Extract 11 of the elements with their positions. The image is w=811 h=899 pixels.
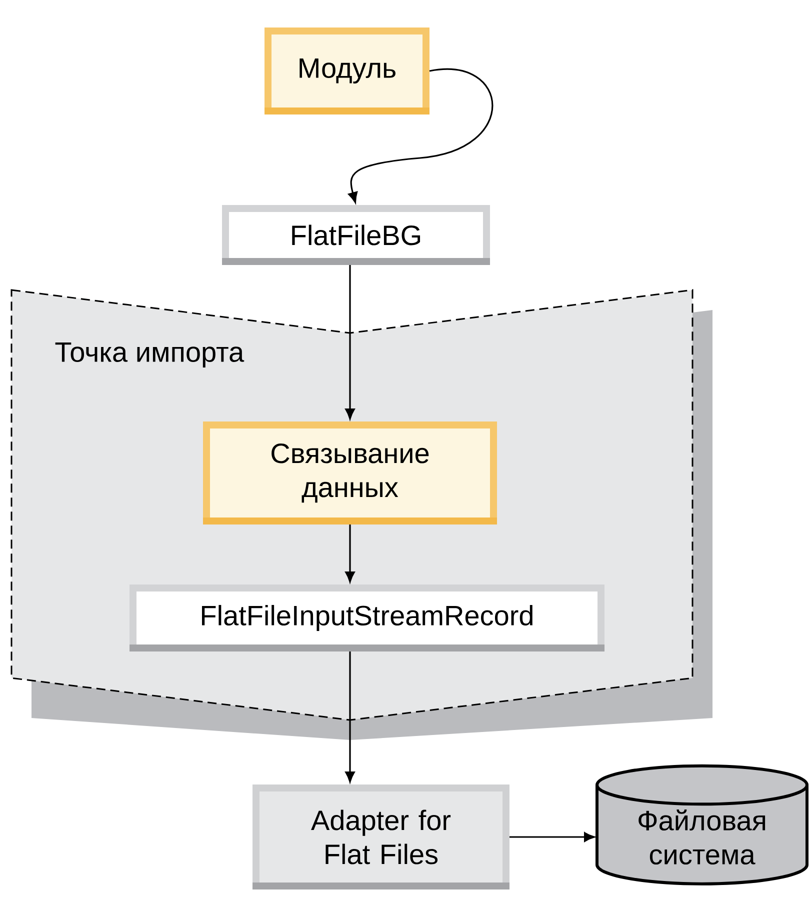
arrow [345,652,355,782]
arrow [348,68,494,203]
process-box: Связывание данных [203,422,497,524]
arrow [345,265,355,420]
process-box: Модуль [264,28,430,114]
database-cylinder: Файловая система [596,764,808,886]
arrow [510,832,595,842]
class-box: FlatFileBG [222,205,490,265]
class-box: FlatFileInputStreamRecord [130,584,604,652]
adapter-box: Adapter for Flat Files [252,784,510,890]
arrow [345,524,355,582]
